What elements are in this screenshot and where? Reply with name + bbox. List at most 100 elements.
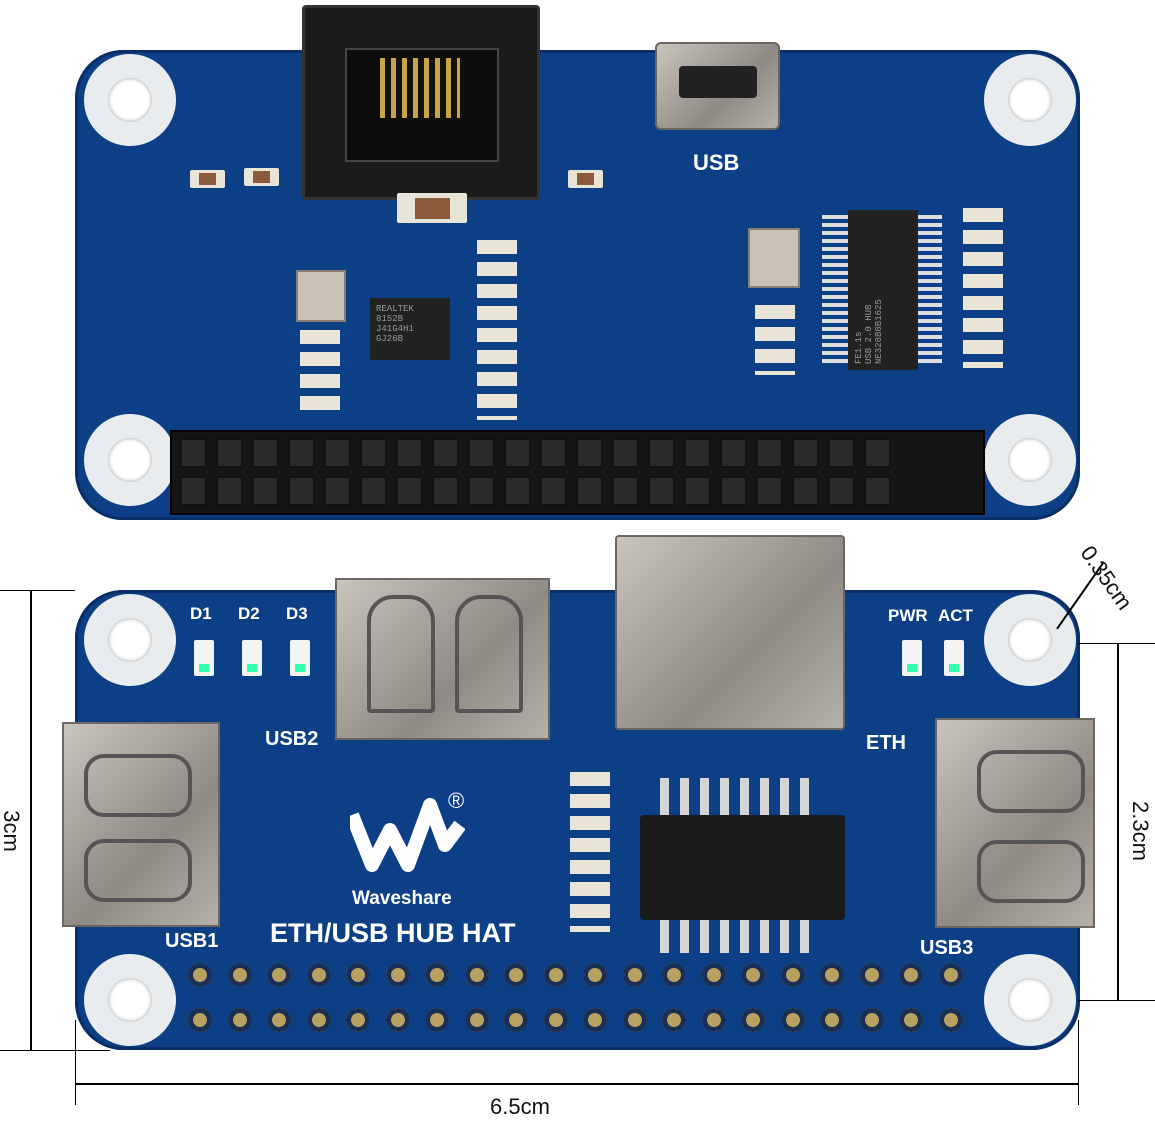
header-socket	[504, 438, 531, 468]
extension-line	[1078, 1000, 1155, 1001]
rj45-jack	[615, 535, 845, 730]
gpio-pin	[820, 1008, 844, 1032]
extension-line	[0, 1050, 110, 1051]
realtek-ethernet-chip: REALTEK 8152B J41G4H1 GJ26B	[370, 298, 450, 360]
waveshare-logo-icon	[345, 795, 466, 880]
usb-a-port-usb2	[335, 578, 550, 740]
height-dimension-label: 3cm	[0, 810, 24, 852]
led-d1	[194, 640, 214, 676]
usb1-label: USB1	[165, 930, 219, 952]
header-socket	[612, 476, 639, 506]
capacitor	[397, 193, 467, 223]
gpio-female-header	[170, 430, 985, 515]
usb3-label: USB3	[920, 937, 974, 959]
gpio-pin	[820, 963, 844, 987]
resistor	[568, 170, 603, 188]
micro-usb-port	[655, 42, 780, 130]
dimension-line-width	[75, 1083, 1078, 1085]
width-dimension-label: 6.5cm	[490, 1094, 550, 1119]
mounting-hole	[84, 594, 176, 686]
gpio-pin	[899, 1008, 923, 1032]
gpio-pin	[425, 963, 449, 987]
chip-text: 8152B	[376, 314, 404, 324]
header-socket	[828, 476, 855, 506]
gpio-pin	[622, 963, 647, 987]
gpio-pin	[780, 963, 805, 987]
gpio-pin	[385, 1008, 410, 1032]
resistor-array	[755, 305, 795, 375]
header-socket	[576, 438, 603, 468]
header-socket	[180, 438, 207, 468]
gpio-pin	[741, 1008, 765, 1032]
resistor-array	[300, 330, 340, 415]
extension-line	[75, 1020, 76, 1105]
mounting-hole	[984, 954, 1076, 1046]
header-socket	[432, 476, 459, 506]
header-socket	[756, 438, 783, 468]
ethernet-transformer	[640, 815, 845, 920]
gpio-pin	[662, 963, 686, 987]
hole-span-dimension-label: 2.3cm	[1127, 801, 1153, 861]
header-socket	[684, 476, 711, 506]
dimension-line-height	[30, 590, 32, 1050]
header-socket	[324, 476, 351, 506]
chip-text: GJ26B	[376, 334, 404, 344]
header-socket	[648, 476, 675, 506]
gpio-pin	[701, 963, 726, 987]
header-socket	[864, 438, 891, 468]
gpio-pin	[504, 1008, 528, 1032]
gpio-pin	[188, 1008, 212, 1032]
mounting-hole	[84, 414, 176, 506]
gpio-pin	[306, 1008, 331, 1032]
gpio-pin	[227, 963, 252, 987]
extension-line	[1078, 1020, 1079, 1105]
usb-label: USB	[693, 150, 740, 175]
usb-a-port-usb3	[935, 718, 1095, 928]
header-socket	[324, 438, 351, 468]
gpio-pin	[938, 963, 963, 987]
product-name: ETH/USB HUB HAT	[270, 918, 516, 948]
header-socket	[756, 476, 783, 506]
resistor-array	[570, 772, 610, 932]
usb-a-port-usb1	[62, 722, 220, 927]
chip-text: J41G4H1	[376, 324, 414, 334]
usb2-label: USB2	[265, 728, 319, 750]
resistor	[244, 168, 279, 186]
gpio-pin	[859, 1008, 884, 1032]
mounting-hole	[84, 54, 176, 146]
led-act	[944, 640, 964, 676]
header-socket	[468, 438, 495, 468]
chip-text: REALTEK	[376, 304, 414, 314]
header-socket	[648, 438, 675, 468]
header-socket	[720, 476, 747, 506]
brand-name: Waveshare	[352, 888, 452, 909]
gpio-pin	[543, 1008, 568, 1032]
gpio-pin	[346, 1008, 370, 1032]
header-socket	[180, 476, 207, 506]
led-label-d1: D1	[190, 604, 212, 623]
header-socket	[396, 438, 423, 468]
dimension-line-hole-span	[1117, 643, 1119, 1000]
header-socket	[432, 438, 459, 468]
gpio-pin	[701, 1008, 726, 1032]
eth-label: ETH	[866, 732, 906, 754]
header-socket	[252, 476, 279, 506]
led-pwr	[902, 640, 922, 676]
gpio-pin	[385, 963, 410, 987]
gpio-pin	[267, 963, 291, 987]
gpio-pin	[780, 1008, 805, 1032]
gpio-pin	[267, 1008, 291, 1032]
header-socket	[828, 438, 855, 468]
crystal	[748, 228, 800, 288]
gpio-pin	[306, 963, 331, 987]
led-d3	[290, 640, 310, 676]
led-label-d2: D2	[238, 604, 260, 623]
header-socket	[216, 476, 243, 506]
gpio-pin	[662, 1008, 686, 1032]
header-socket	[288, 476, 315, 506]
mounting-hole	[84, 954, 176, 1046]
gpio-pin	[583, 1008, 607, 1032]
header-socket	[540, 438, 567, 468]
pwr-label: PWR	[888, 606, 928, 625]
resistor-array	[477, 240, 517, 420]
